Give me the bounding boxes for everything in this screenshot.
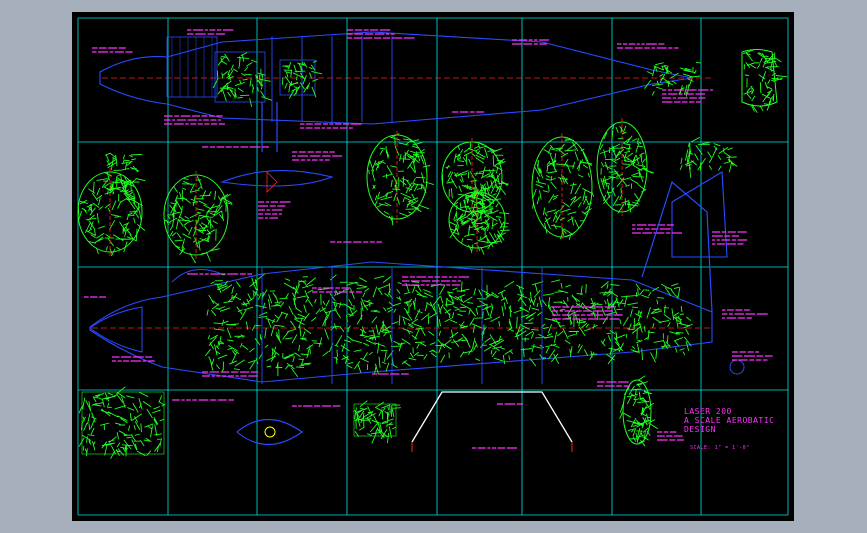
wood-grain-fin	[679, 136, 738, 179]
wing-root-section	[236, 419, 303, 445]
wood-panel-1	[214, 51, 266, 103]
wood-grain-former	[368, 133, 435, 226]
vertical-fin	[641, 180, 713, 313]
spinner-side	[89, 306, 143, 353]
wood-grain-former	[448, 192, 510, 255]
title-line-1: LASER 200	[684, 407, 732, 416]
wood-grain-bottom-2	[354, 400, 401, 444]
wood-grain-panel-1	[212, 52, 272, 107]
cowl-detail	[266, 171, 278, 193]
wood-grain-side	[204, 273, 693, 378]
fin-section	[671, 171, 728, 258]
wood-block-2	[353, 403, 397, 437]
fuselage-side-outline	[89, 261, 713, 383]
wood-grain-tail-top	[644, 61, 701, 97]
engine-block	[166, 36, 218, 98]
tail-wheel	[729, 359, 745, 375]
wood-grain-former	[441, 142, 509, 219]
title-line-2: A SCALE AEROBATIC	[684, 416, 775, 425]
drawing-sheet: LASER 200 A SCALE AEROBATIC DESIGN SCALE…	[72, 12, 794, 521]
cad-drawing	[77, 17, 789, 516]
tail-plank	[741, 49, 778, 107]
fuselage-top-outline	[99, 31, 693, 125]
wood-panel-2	[279, 59, 316, 96]
wood-grain-former	[77, 172, 146, 257]
wood-grain-former-left	[103, 152, 146, 204]
wing-root-hole	[264, 426, 276, 438]
wood-grain-wheel-pant	[619, 375, 659, 447]
wood-grain-bottom-1	[78, 386, 166, 459]
landing-gear	[411, 391, 573, 443]
wood-grain-tail-plank	[742, 49, 788, 114]
wood-grain-former	[532, 138, 595, 240]
title-line-3: DESIGN	[684, 425, 716, 434]
canopy	[171, 269, 223, 283]
scale-label: SCALE: 1" = 1'-0"	[690, 445, 750, 451]
wood-grain-former	[164, 175, 233, 264]
wood-grain-former	[599, 124, 655, 214]
wood-grain-panel-2	[281, 60, 323, 99]
cowl-section	[219, 170, 334, 187]
wood-block-1	[81, 391, 165, 455]
